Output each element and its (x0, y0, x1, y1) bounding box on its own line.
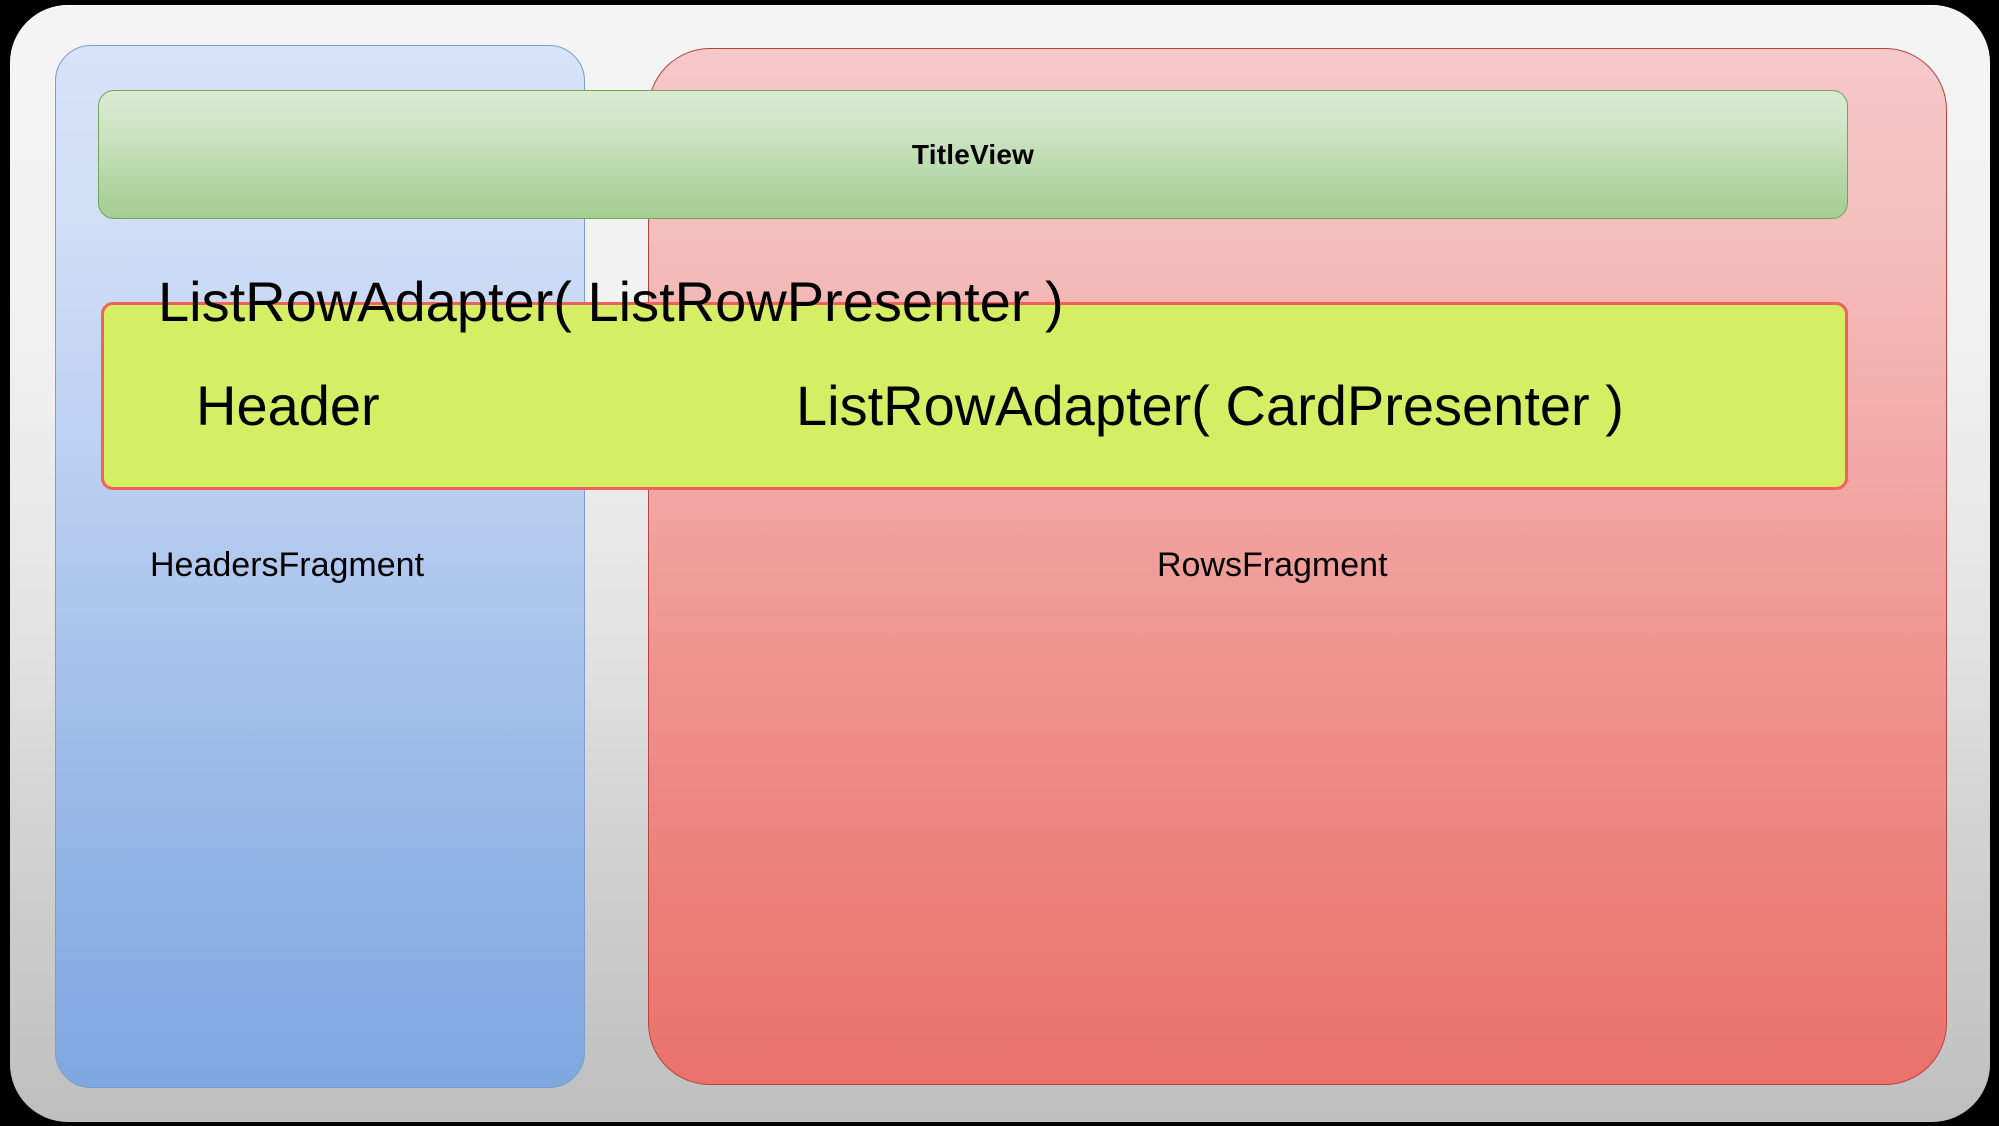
list-row-adapter-card-presenter-label: ListRowAdapter( CardPresenter ) (796, 374, 1624, 437)
outer-container: TitleView ListRowAdapter( ListRowPresent… (10, 5, 1990, 1122)
list-row-adapter-list-row-presenter-label: ListRowAdapter( ListRowPresenter ) (158, 270, 1064, 333)
rows-fragment-label: RowsFragment (1157, 546, 1388, 584)
title-view-label: TitleView (911, 138, 1035, 170)
rows-fragment-panel[interactable] (648, 48, 1947, 1085)
headers-fragment-label: HeadersFragment (150, 546, 425, 584)
list-row-adapter-box[interactable] (101, 302, 1848, 490)
title-view-bar[interactable]: TitleView (98, 90, 1848, 219)
header-label: Header (196, 374, 380, 437)
